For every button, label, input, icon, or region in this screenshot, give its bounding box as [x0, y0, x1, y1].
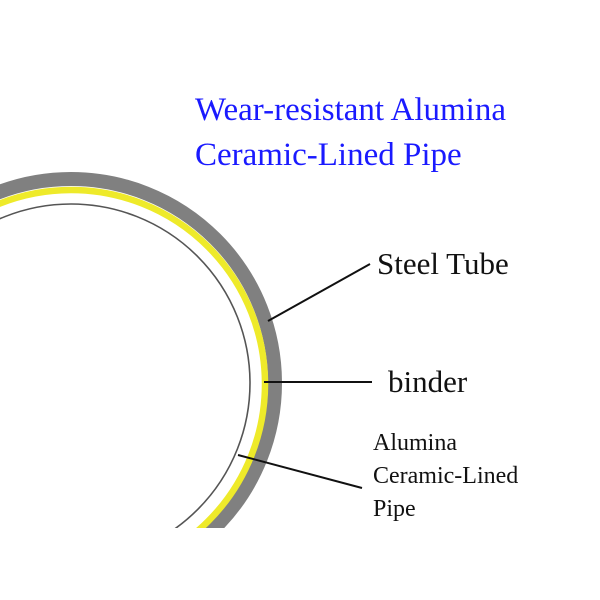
steel-tube-label: Steel Tube: [377, 246, 509, 281]
binder-label: binder: [388, 364, 468, 399]
ceramic-liner-ring: [0, 203, 251, 528]
alumina-label-line-1: Alumina: [373, 430, 457, 456]
title-line-1: Wear-resistant Alumina: [195, 92, 507, 128]
alumina-leader-line: [237, 454, 363, 489]
steel-tube-ring: [0, 172, 282, 528]
steel-tube-leader-line: [267, 263, 371, 322]
alumina-label-line-3: Pipe: [373, 496, 416, 522]
binder-ring: [0, 186, 269, 528]
title-line-2: Ceramic-Lined Pipe: [195, 137, 462, 173]
alumina-label-line-2: Ceramic-Lined: [373, 463, 519, 489]
